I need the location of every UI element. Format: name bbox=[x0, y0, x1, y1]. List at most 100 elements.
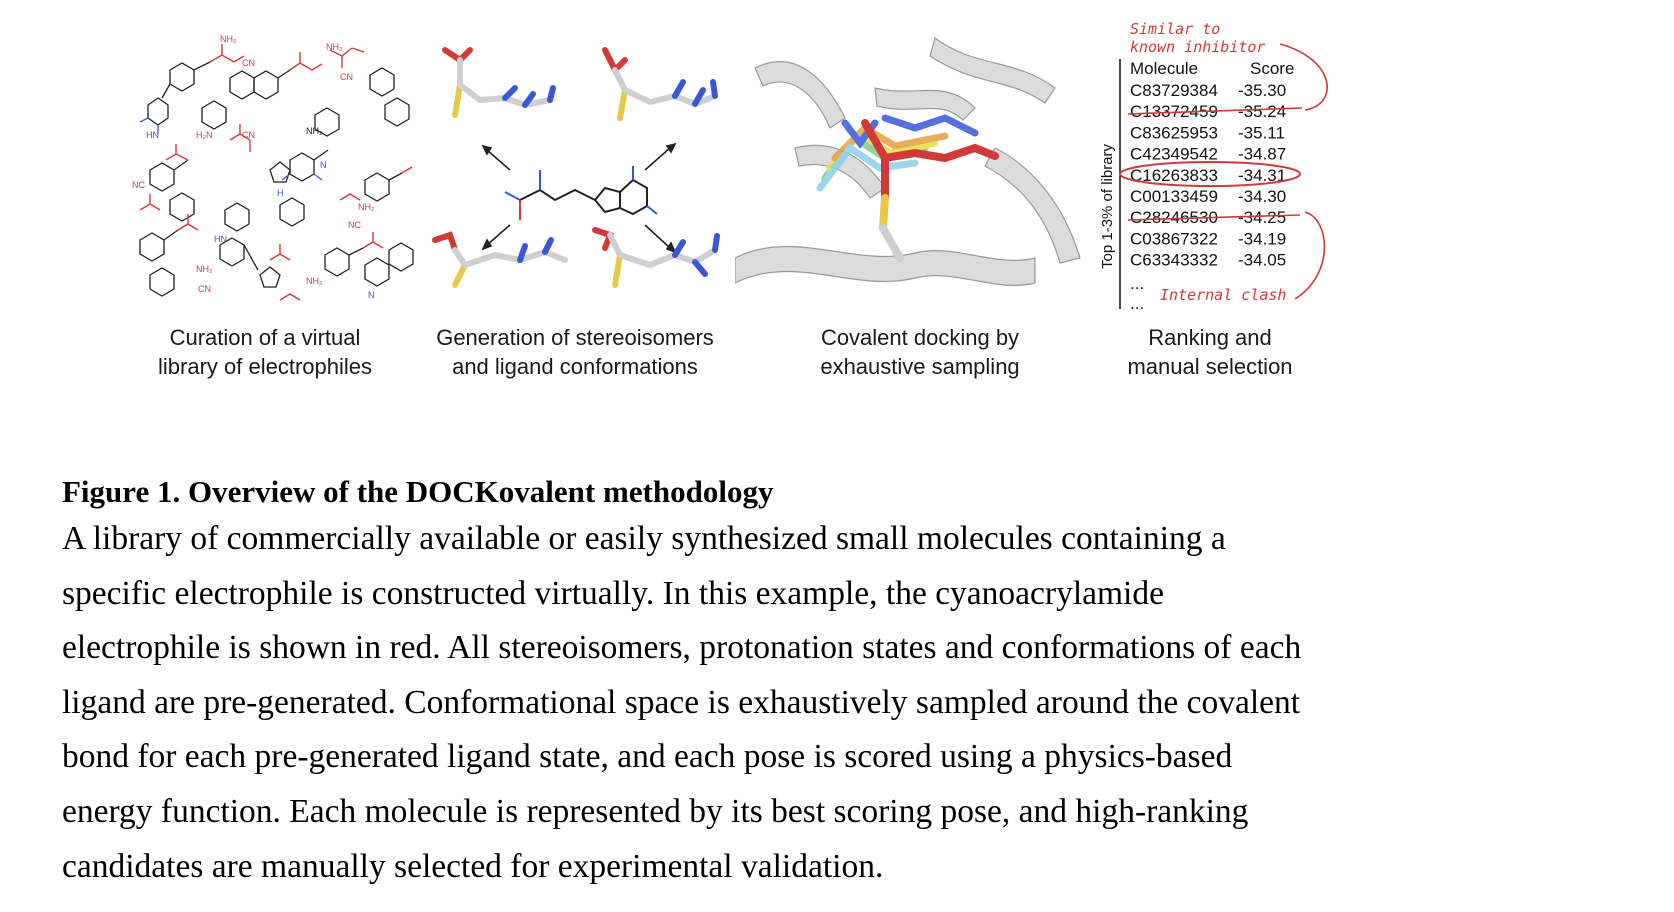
caption-line: manual selection bbox=[1127, 354, 1293, 379]
benzene-ring bbox=[229, 70, 255, 100]
caption-text-line: A library of commercially available or e… bbox=[62, 520, 1226, 557]
caption-text-line: candidates are manually selected for exp… bbox=[62, 847, 884, 885]
axis-label: Top 1-3% of library bbox=[1099, 143, 1116, 269]
label-nh2: NH₂ bbox=[196, 264, 213, 274]
label-nc: NC bbox=[132, 180, 145, 190]
conformer-top-left bbox=[442, 47, 556, 118]
benzene-ring bbox=[384, 97, 410, 127]
caption-text-line: ligand are pre-generated. Conformational… bbox=[62, 683, 1301, 721]
caption-line: library of electrophiles bbox=[158, 354, 372, 379]
benzene-ring bbox=[314, 107, 340, 137]
label-n: N bbox=[368, 290, 375, 300]
label-h: H bbox=[277, 188, 284, 198]
panel-stereoisomers bbox=[425, 30, 725, 310]
label-nh2: NH₂ bbox=[306, 126, 323, 136]
table-cell-molecule: C83729384 bbox=[1130, 81, 1218, 100]
label-nh2: NH₂ bbox=[358, 202, 375, 212]
label-n: N bbox=[320, 160, 327, 170]
table-cell-score: -34.87 bbox=[1238, 145, 1286, 164]
caption-text-line: electrophile is shown in red. All stereo… bbox=[62, 629, 1302, 667]
caption-ranking: Ranking and manual selection bbox=[1110, 323, 1310, 381]
caption-virtual-library: Curation of a virtual library of electro… bbox=[130, 323, 400, 381]
electrophile-warhead bbox=[362, 232, 384, 249]
label-cn: CN bbox=[198, 284, 211, 294]
label-cn: CN bbox=[242, 58, 255, 68]
table-cell-molecule: C63343332 bbox=[1130, 251, 1218, 270]
caption-covalent-docking: Covalent docking by exhaustive sampling bbox=[800, 323, 1040, 381]
label-nh2: NH₂ bbox=[306, 276, 323, 286]
strike-through-row-2 bbox=[1127, 107, 1303, 115]
table-cell-score: -35.24 bbox=[1238, 102, 1286, 121]
electrophile-warhead bbox=[139, 194, 161, 211]
table-cell-score: -34.30 bbox=[1238, 187, 1286, 206]
table-cell-molecule: C42349542 bbox=[1130, 145, 1218, 164]
label-hn: HN bbox=[214, 234, 227, 244]
electrophile-warhead bbox=[339, 166, 413, 201]
label-cn: CN bbox=[340, 72, 353, 82]
electrophile-warhead bbox=[279, 293, 301, 301]
table-cell-score: -34.25 bbox=[1238, 208, 1286, 227]
table-cell-molecule: C00133459 bbox=[1130, 187, 1218, 206]
electrophile-warhead bbox=[229, 124, 251, 152]
table-ellipsis: ... bbox=[1130, 274, 1144, 293]
benzene-ring bbox=[253, 70, 279, 100]
table-cell-score: -35.30 bbox=[1238, 81, 1286, 100]
column-header-molecule: Molecule bbox=[1130, 59, 1198, 78]
quinoline-ring bbox=[364, 257, 390, 287]
pyrrole-ring bbox=[269, 161, 291, 183]
ranking-table: Similar to known inhibitor Molecule Scor… bbox=[1099, 20, 1328, 313]
caption-line: and ligand conformations bbox=[452, 354, 698, 379]
label-nh2: NH₂ bbox=[326, 42, 343, 52]
indole-ring bbox=[219, 237, 245, 267]
electrophile-warhead bbox=[177, 214, 199, 231]
stereoisomers-image bbox=[432, 47, 720, 288]
label-hn: HN bbox=[146, 130, 159, 140]
benzene-ring bbox=[169, 62, 195, 92]
benzene-ring bbox=[364, 172, 390, 202]
benzene-ring bbox=[224, 202, 250, 232]
conformer-top-right bbox=[602, 47, 718, 121]
benzene-ring bbox=[388, 242, 414, 272]
annotation-arrow-top bbox=[1279, 43, 1328, 111]
caption-line: exhaustive sampling bbox=[820, 354, 1020, 379]
table-cell-score: -34.19 bbox=[1238, 229, 1286, 248]
electrophile-warhead bbox=[329, 47, 365, 68]
central-ligand bbox=[504, 166, 658, 220]
electrophile-warhead bbox=[289, 52, 323, 71]
table-cell-score: -35.11 bbox=[1238, 123, 1285, 142]
pyridine-ring bbox=[139, 232, 165, 262]
table-cell-molecule: C03867322 bbox=[1130, 229, 1218, 248]
table-cell-molecule: C83625953 bbox=[1130, 123, 1218, 142]
caption-text-line: energy function. Each molecule is repres… bbox=[62, 792, 1249, 830]
table-cell-score: -34.05 bbox=[1238, 251, 1286, 270]
caption-line: Generation of stereoisomers bbox=[436, 325, 714, 350]
electrophile-warhead bbox=[165, 144, 189, 161]
annotation-internal-clash: Internal clash bbox=[1160, 286, 1286, 304]
pyrrolo-ring bbox=[147, 97, 169, 126]
figure-caption: A library of commercially available or e… bbox=[62, 512, 1622, 894]
electrophile-warhead bbox=[269, 244, 291, 261]
panel-ranking: Similar to known inhibitor Molecule Scor… bbox=[1090, 14, 1420, 314]
benzene-ring bbox=[369, 67, 395, 97]
docking-image bbox=[734, 28, 1085, 308]
panel-virtual-library: NH₂ CN NH₂ CN H₂N CN NH₂ N H NC HN NH₂ N… bbox=[130, 30, 430, 310]
benzene-ring bbox=[169, 192, 195, 222]
conformer-bottom-left bbox=[432, 231, 568, 288]
label-nc: NC bbox=[348, 220, 361, 230]
virtual-library-image: NH₂ CN NH₂ CN H₂N CN NH₂ N H NC HN NH₂ N… bbox=[132, 34, 414, 301]
caption-text-line: bond for each pre-generated ligand state… bbox=[62, 738, 1233, 776]
panel-covalent-docking bbox=[734, 28, 1085, 308]
table-cell-molecule: C28246530 bbox=[1130, 208, 1218, 227]
label-h2n: H₂N bbox=[196, 130, 213, 140]
protein-ribbon bbox=[734, 36, 1081, 287]
benzene-ring bbox=[149, 267, 175, 297]
figure-title: Figure 1. Overview of the DOCKovalent me… bbox=[62, 474, 774, 509]
benzene-ring bbox=[279, 197, 305, 227]
benzene-ring bbox=[149, 162, 175, 192]
thiophene-ring bbox=[259, 266, 281, 288]
table-ellipsis: ... bbox=[1130, 294, 1144, 313]
pyrrolo-pyrimidine bbox=[289, 152, 315, 182]
column-header-score: Score bbox=[1250, 59, 1294, 78]
caption-line: Ranking and bbox=[1148, 325, 1272, 350]
annotation-similar: Similar to bbox=[1130, 20, 1220, 38]
